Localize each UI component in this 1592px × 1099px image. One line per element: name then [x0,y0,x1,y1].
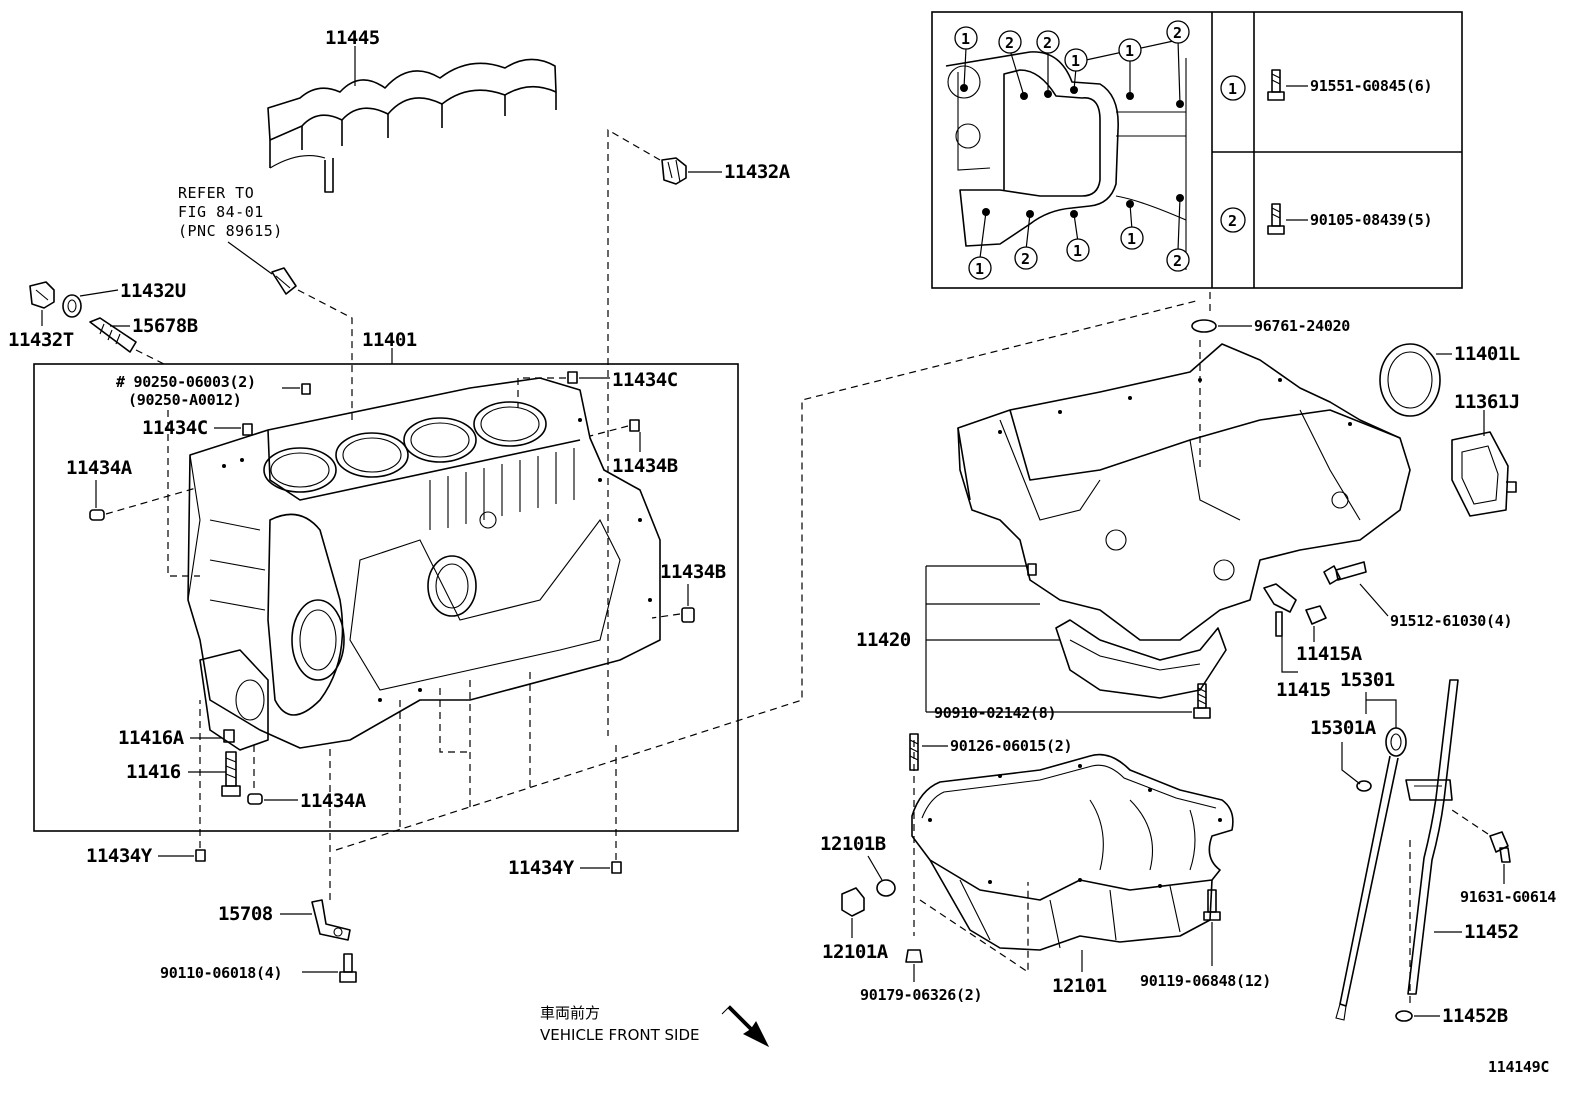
label-15301: 15301 [1340,669,1395,691]
label-12101B: 12101B [820,833,886,855]
inset-mark: 2 [1173,24,1182,42]
bolt-91551-icon [1267,69,1285,101]
refer-note-line-3: (PNC 89615) [178,222,283,240]
inset-mark: 1 [1071,52,1080,70]
inset-bolt-dots [960,84,1184,218]
guide-tube-11452-part [1405,679,1459,995]
cover-11361J-part [1451,431,1517,517]
gasket-11432U-part [62,294,82,318]
inset-mark: 2 [1021,250,1030,268]
label-11434C-right: 11434C [612,369,678,391]
o-ring-15301A-part [1356,780,1372,792]
label-11434A-lower: 11434A [300,790,367,812]
inset-mark: 1 [1125,42,1134,60]
o-ring-96761-part [1191,319,1217,333]
label-11432U: 11432U [120,280,186,302]
inset-mark: 2 [1043,34,1052,52]
label-91512-61030: 91512-61030(4) [1390,612,1512,630]
table-part-91551: 91551-G0845(6) [1310,77,1432,95]
bolt-11416-part [221,751,241,797]
label-11415A: 11415A [1296,643,1363,665]
label-96761-24020: 96761-24020 [1254,317,1350,335]
label-11434C-left: 11434C [142,417,208,439]
label-90119-06848: 90119-06848(12) [1140,972,1271,990]
bolt-90119-part [1203,889,1221,921]
bolt-90105-icon [1267,203,1285,235]
label-90126-06015: 90126-06015(2) [950,737,1072,755]
label-11416: 11416 [126,761,181,783]
dipstick-15301-part [1335,727,1407,1021]
label-11434A-upper: 11434A [66,457,133,479]
refer-note-line-2: FIG 84-01 [178,203,264,221]
label-15678B: 15678B [132,315,198,337]
front-marker-japanese: 車両前方 [540,1004,600,1022]
oil-pan-lower-12101-part [911,753,1234,951]
inset-circled-marks: 1 2 2 1 1 2 1 2 1 1 2 [954,20,1190,280]
bolt-91631-part [1489,831,1511,863]
plug-11432T-part [29,281,55,309]
sensor-part [271,267,297,295]
refer-note-line-1: REFER TO [178,184,254,202]
label-15708: 15708 [218,903,273,925]
label-11445: 11445 [325,27,380,49]
screen-15678B-part [89,317,137,353]
inset-mark: 2 [1173,252,1182,270]
label-90250-06003: # 90250-06003(2) [116,373,256,391]
table-mark-1: 1 [1228,80,1237,98]
label-90250-A0012: (90250-A0012) [128,391,242,409]
label-11434B-lower: 11434B [660,561,726,583]
label-11361J: 11361J [1454,391,1520,413]
bolt-90110-part [339,953,357,983]
label-11401L: 11401L [1454,343,1520,365]
label-15301A: 15301A [1310,717,1377,739]
label-90110-06018: 90110-06018(4) [160,964,282,982]
plug-11432A-part [661,157,687,185]
label-11434Y-right: 11434Y [508,857,575,879]
oil-jet-15708-part [311,899,351,941]
inset-mark: 1 [1127,230,1136,248]
label-11401: 11401 [362,329,417,351]
bolt-90910-part [1193,683,1211,719]
stud-90126-part [909,733,919,771]
front-direction-arrow-icon [721,1005,770,1048]
label-90179-06326: 90179-06326(2) [860,986,982,1004]
sensor-11415-part [1263,583,1297,637]
bolt-location-table [931,11,1463,289]
label-11452B: 11452B [1442,1005,1508,1027]
inset-mark: 1 [961,30,970,48]
insulator-11445-part [267,58,557,193]
label-12101A: 12101A [822,941,889,963]
gasket-12101B-part [876,879,896,897]
inset-mark: 1 [975,260,984,278]
label-11434B-upper: 11434B [612,455,678,477]
label-12101: 12101 [1052,975,1107,997]
label-91631-G0614: 91631-G0614 [1460,888,1556,906]
bolt-91512-part [1323,561,1367,585]
label-11432A: 11432A [724,161,791,183]
label-90910-02142: 90910-02142(8) [934,704,1056,722]
plug-11415A-part [1305,605,1327,625]
o-ring-11452B-part [1395,1010,1413,1022]
figure-id: 114149C [1488,1058,1549,1076]
label-11432T: 11432T [8,329,74,351]
label-11434Y-left: 11434Y [86,845,153,867]
inset-oil-pan-outline [945,51,1187,270]
label-11420: 11420 [856,629,911,651]
cylinder-block-frame [33,363,739,832]
cylinder-block-part [187,377,661,751]
table-part-90105: 90105-08439(5) [1310,211,1432,229]
inset-mark-leaders [963,39,1181,259]
nut-90179-part [905,949,923,963]
front-marker-english: VEHICLE FRONT SIDE [540,1026,700,1044]
seal-11401L-part [1379,343,1441,417]
table-mark-2: 2 [1228,212,1237,230]
oil-pan-upper-11420-part [957,343,1411,699]
inset-mark: 1 [1073,242,1082,260]
label-11416A: 11416A [118,727,185,749]
label-11415: 11415 [1276,679,1331,701]
drain-plug-12101A-part [841,887,865,917]
label-11452: 11452 [1464,921,1519,943]
inset-mark: 2 [1005,34,1014,52]
